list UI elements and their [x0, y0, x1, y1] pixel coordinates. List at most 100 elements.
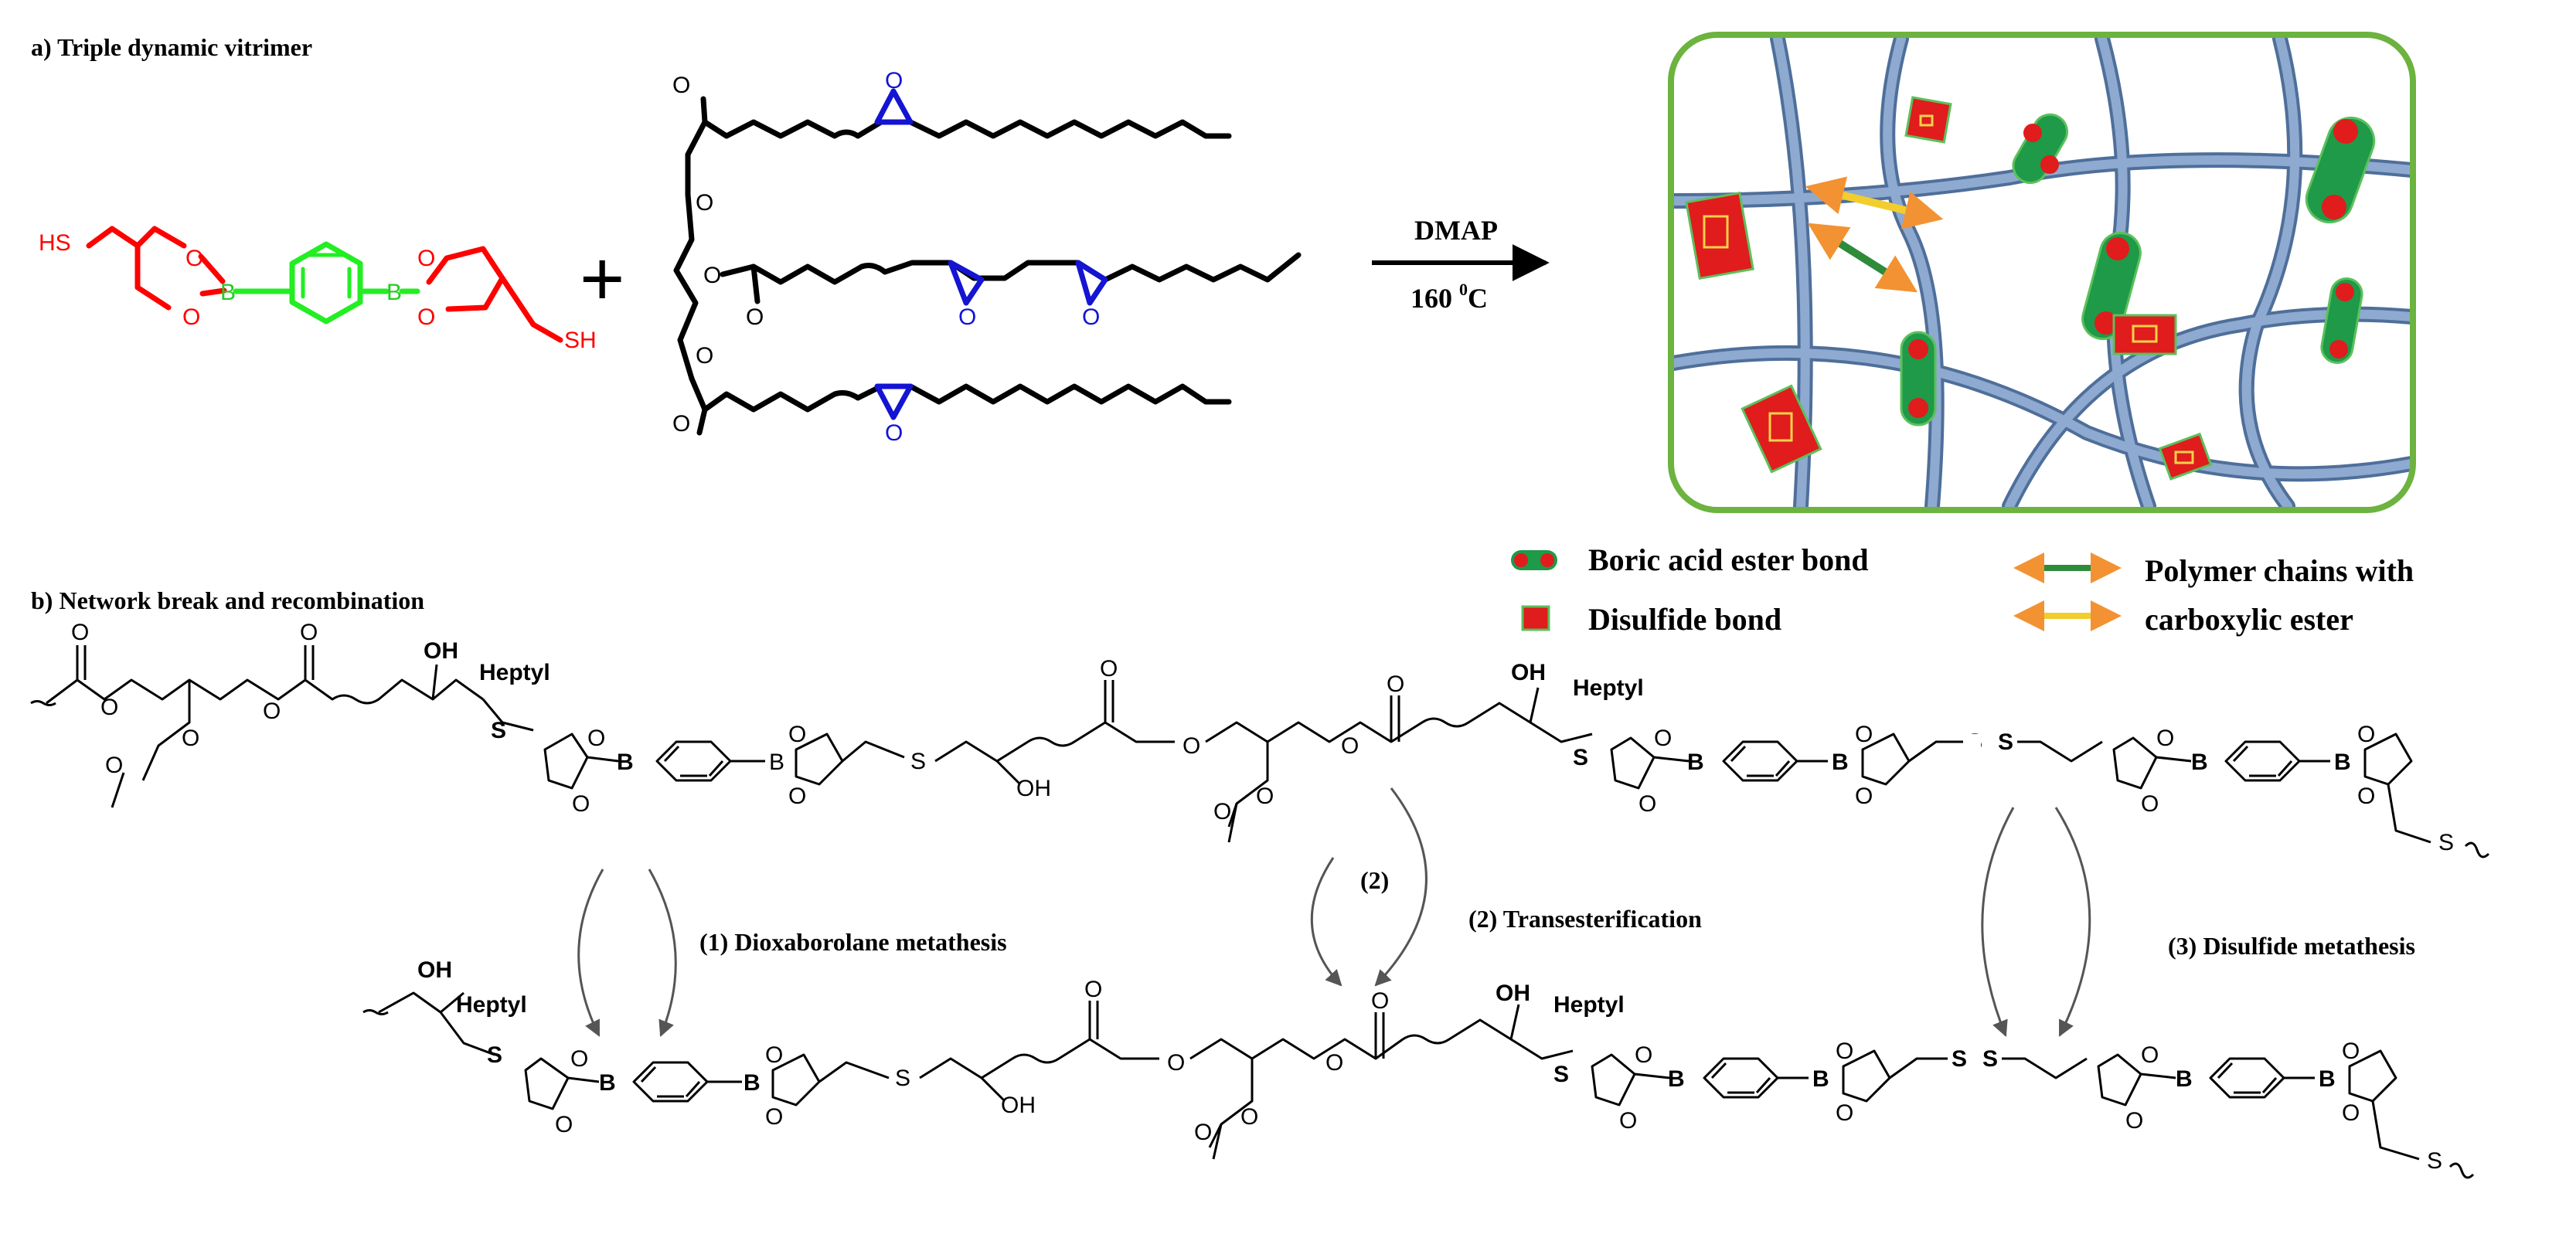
- bottom-network-labels: OH Heptyl S O O B B O O S OH O O O O O O…: [417, 957, 2442, 1174]
- oxygen-label: O: [2156, 726, 2174, 751]
- legend-boric-ester-label: Boric acid ester bond: [1588, 542, 1869, 577]
- oxygen-label: O: [672, 73, 690, 98]
- legend: Boric acid ester bond Disulfide bond Pol…: [1511, 542, 2414, 637]
- oxygen-label: O: [1100, 656, 1118, 682]
- oxygen-label: O: [1341, 733, 1359, 759]
- thiol-label-left: HS: [39, 230, 71, 256]
- heptyl-label: Heptyl: [1573, 675, 1644, 701]
- sulfur-label: S: [1553, 1062, 1569, 1087]
- oxygen-label: O: [417, 246, 435, 271]
- network-disulfide-bonds: [1685, 96, 2213, 481]
- oxygen-label: O: [1654, 726, 1672, 751]
- oxygen-label: O: [105, 753, 123, 778]
- thiol-label-right: SH: [564, 328, 597, 353]
- epoxide-oxygen: O: [885, 68, 903, 93]
- boron-label: B: [2334, 750, 2351, 775]
- oxygen-label: O: [1836, 1100, 1853, 1126]
- oxygen-label: O: [182, 304, 200, 330]
- epoxide-oxygen: O: [885, 420, 903, 446]
- oxygen-label: O: [1183, 733, 1200, 759]
- oxygen-label: O: [765, 1042, 783, 1068]
- sulfur-label: S: [491, 718, 506, 743]
- sulfur-label: S: [1952, 1046, 1967, 1072]
- hydroxyl-label: OH: [1001, 1093, 1036, 1118]
- oxygen-label: O: [1855, 722, 1873, 747]
- legend-polymer-label-line1: Polymer chains with: [2145, 553, 2414, 588]
- oxygen-label: O: [2141, 1042, 2159, 1068]
- legend-disulfide-swatch: [1521, 605, 1550, 631]
- top-network-structure: [30, 645, 2490, 858]
- legend-polymer-label-line2: carboxylic ester: [2145, 602, 2353, 637]
- oxygen-label: O: [555, 1112, 573, 1137]
- oxygen-label: O: [1240, 1104, 1258, 1130]
- crosslinker-labels: HS O O B B O O SH: [39, 230, 597, 353]
- sulfur-label: S: [1573, 745, 1588, 770]
- hydroxyl-label: OH: [424, 638, 458, 664]
- heptyl-label: Heptyl: [456, 992, 527, 1018]
- oxygen-label: O: [263, 699, 281, 724]
- panel-b-title: b) Network break and recombination: [31, 586, 424, 614]
- oxygen-label: O: [2342, 1100, 2360, 1126]
- epoxide-oxygen: O: [1082, 304, 1100, 330]
- boron-label: B: [599, 1070, 616, 1096]
- oxygen-label: O: [1194, 1120, 1212, 1145]
- hydroxyl-label: OH: [1496, 981, 1530, 1006]
- oxygen-label: O: [696, 190, 713, 216]
- boron-label: B: [744, 1070, 761, 1096]
- sulfur-label: S: [1982, 1046, 1998, 1072]
- oxygen-label: O: [71, 620, 89, 645]
- oxygen-label: O: [182, 726, 199, 751]
- oxygen-label: O: [788, 784, 806, 809]
- sulfur-label: S: [2438, 830, 2454, 855]
- oxygen-label: O: [1836, 1039, 1853, 1064]
- hydroxyl-label: OH: [417, 957, 452, 983]
- bottom-network-structure: [362, 991, 2475, 1179]
- oxygen-label: O: [1213, 799, 1231, 824]
- oxygen-label: O: [1387, 671, 1404, 697]
- legend-disulfide-label: Disulfide bond: [1588, 602, 1781, 637]
- oxygen-label: O: [2357, 722, 2375, 747]
- heptyl-label: Heptyl: [479, 660, 550, 685]
- triglyceride-molecule: [673, 96, 1302, 436]
- oxygen-label: O: [746, 304, 764, 330]
- sulfur-label: S: [2427, 1148, 2442, 1174]
- mechanism-3-label: (3) Disulfide metathesis: [2168, 932, 2415, 960]
- crosslinker-molecule: [86, 226, 563, 343]
- boron-label: B: [386, 280, 402, 305]
- hydroxyl-label: OH: [1511, 660, 1546, 685]
- oxygen-label: O: [788, 722, 806, 747]
- sulfur-label: S: [487, 1042, 502, 1068]
- boron-label: B: [1832, 750, 1849, 775]
- oxygen-label: O: [1635, 1042, 1652, 1068]
- network-illustration: [1668, 32, 2416, 513]
- oxygen-label: O: [1855, 784, 1873, 809]
- oxygen-label: O: [1619, 1108, 1637, 1134]
- boron-label: B: [2191, 750, 2208, 775]
- triglyceride-labels: O O O O O O O O O O: [672, 68, 1100, 446]
- oxygen-label: O: [703, 263, 721, 288]
- boron-label: B: [1687, 750, 1704, 775]
- epoxide-oxygen: O: [958, 304, 976, 330]
- oxygen-label: O: [1256, 784, 1274, 809]
- oxygen-label: O: [100, 695, 118, 720]
- mechanism-2-short-label: (2): [1360, 866, 1389, 894]
- oxygen-label: O: [570, 1046, 588, 1072]
- boron-label: B: [2176, 1066, 2193, 1092]
- oxygen-label: O: [696, 343, 713, 369]
- oxygen-label: O: [672, 411, 690, 437]
- boron-label: B: [220, 280, 236, 305]
- oxygen-label: O: [300, 620, 318, 645]
- oxygen-label: O: [1638, 791, 1656, 817]
- mechanism-arrows: [577, 787, 2091, 1037]
- boron-label: B: [1668, 1066, 1685, 1092]
- oxygen-label: O: [2141, 791, 2159, 817]
- oxygen-label: O: [587, 726, 605, 751]
- sulfur-label: S: [895, 1066, 910, 1091]
- epoxide-groups: [874, 88, 1108, 420]
- oxygen-label: O: [1325, 1050, 1343, 1076]
- sulfur-label: S: [1998, 729, 2013, 755]
- sulfur-label: S: [910, 749, 926, 774]
- boron-label: B: [1812, 1066, 1829, 1092]
- oxygen-label: O: [572, 791, 590, 817]
